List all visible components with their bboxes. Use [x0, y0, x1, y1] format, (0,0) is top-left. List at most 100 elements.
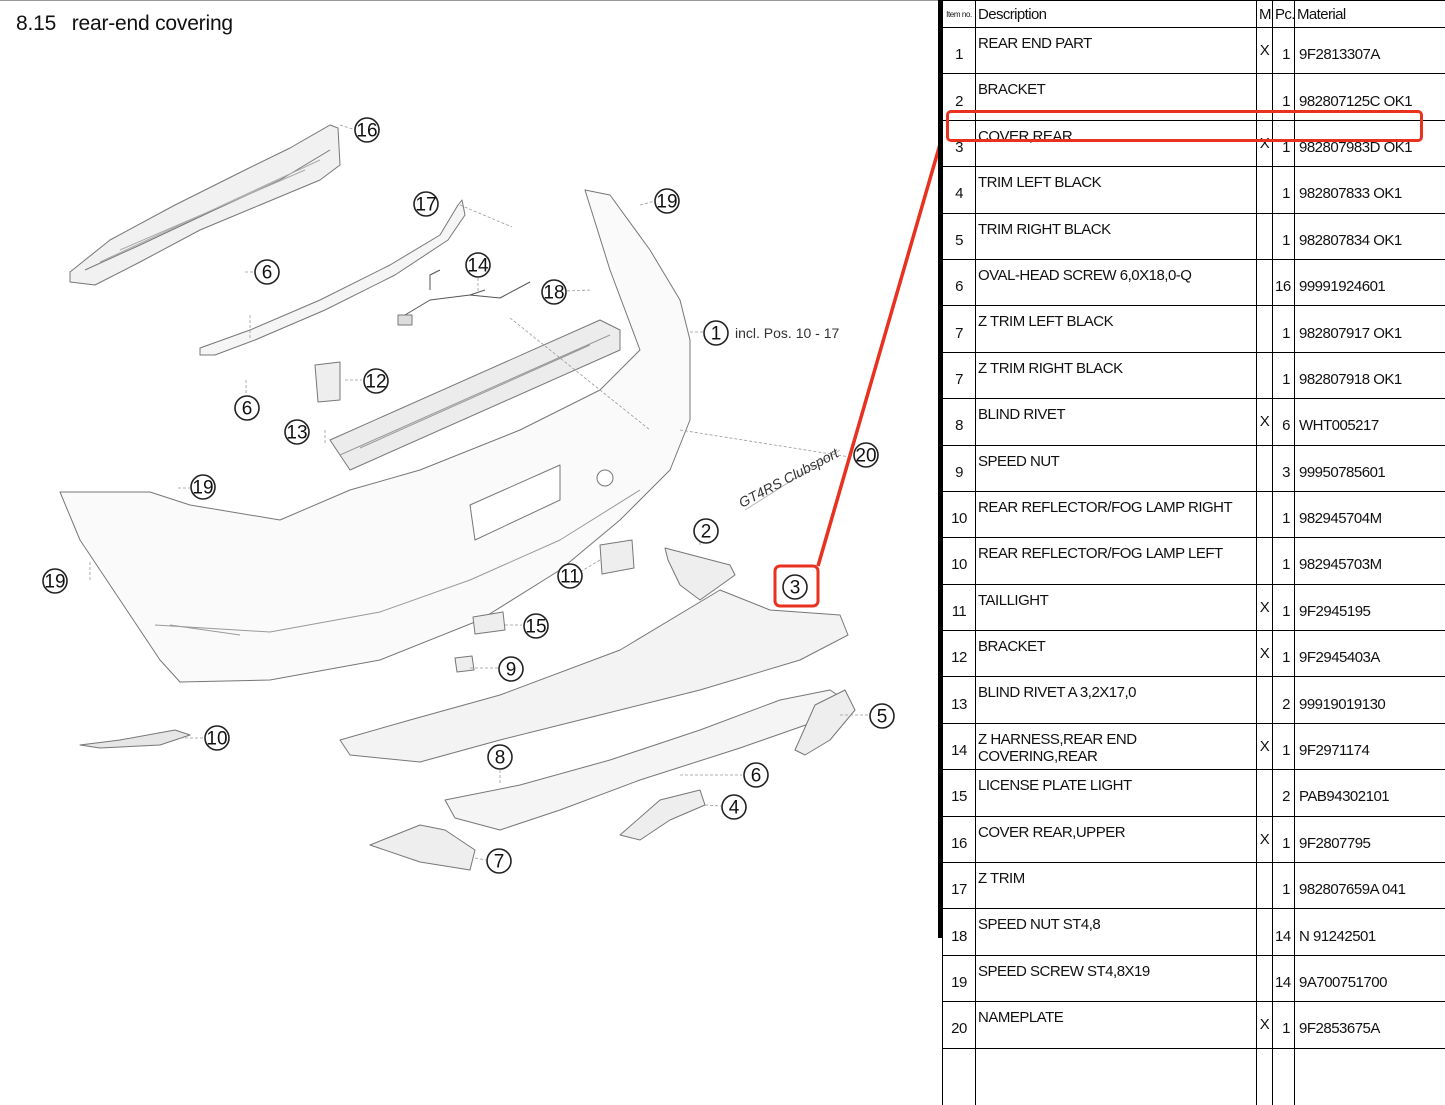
callout-label: 8 — [495, 748, 506, 769]
cell-material: 982807918 OK1 — [1295, 352, 1445, 398]
cell-pc: 1 — [1273, 491, 1295, 537]
header-pc: Pc. — [1273, 1, 1295, 28]
callout-6[interactable]: 6 — [255, 260, 279, 284]
callout-13[interactable]: 13 — [285, 420, 309, 444]
cell-item-no: 14 — [943, 723, 976, 769]
callout-12[interactable]: 12 — [364, 369, 388, 393]
cell-m: X — [1257, 631, 1273, 677]
cell-material: 982945704M — [1295, 491, 1445, 537]
cell-item-no: 18 — [943, 909, 976, 955]
cell-empty — [1257, 1048, 1273, 1105]
callout-label: 17 — [415, 195, 436, 216]
callout-19[interactable]: 19 — [191, 475, 215, 499]
emblem-text: GT4RS Clubsport — [736, 444, 842, 511]
cell-description: BLIND RIVET A 3,2X17,0 — [976, 677, 1257, 723]
callout-17[interactable]: 17 — [414, 192, 438, 216]
cell-material: 982807917 OK1 — [1295, 306, 1445, 352]
callout-1[interactable]: 1 — [704, 321, 728, 345]
callout-8[interactable]: 8 — [488, 745, 512, 769]
cell-pc: 6 — [1273, 399, 1295, 445]
cell-pc: 1 — [1273, 352, 1295, 398]
callout-label: 19 — [656, 192, 677, 213]
cell-m — [1257, 677, 1273, 723]
callout-19[interactable]: 19 — [655, 189, 679, 213]
callout-label: 20 — [855, 446, 876, 467]
callout-label: 2 — [701, 522, 712, 543]
cell-m: X — [1257, 816, 1273, 862]
cell-material: 9F2813307A — [1295, 28, 1445, 74]
highlight-row-3 — [946, 110, 1423, 142]
callout-5[interactable]: 5 — [870, 704, 894, 728]
callout-6[interactable]: 6 — [235, 396, 259, 420]
cell-material: 99950785601 — [1295, 445, 1445, 491]
pos1-note: incl. Pos. 10 - 17 — [735, 325, 839, 341]
callout-10[interactable]: 10 — [205, 726, 229, 750]
callout-label: 16 — [356, 121, 377, 142]
callout-15[interactable]: 15 — [524, 614, 548, 638]
cell-material: WHT005217 — [1295, 399, 1445, 445]
cell-material: 9F2945403A — [1295, 631, 1445, 677]
cell-pc: 1 — [1273, 213, 1295, 259]
cell-description: NAMEPLATE — [976, 1002, 1257, 1048]
cell-item-no: 1 — [943, 28, 976, 74]
cell-description: Z HARNESS,REAR END COVERING,REAR — [976, 723, 1257, 769]
cell-pc: 1 — [1273, 631, 1295, 677]
cell-item-no: 17 — [943, 863, 976, 909]
callout-9[interactable]: 9 — [499, 657, 523, 681]
callout-label: 3 — [790, 578, 801, 599]
part-16-upper-cover — [70, 125, 340, 285]
cell-pc: 1 — [1273, 28, 1295, 74]
cell-material: 99991924601 — [1295, 259, 1445, 305]
callout-16[interactable]: 16 — [355, 118, 379, 142]
callout-18[interactable]: 18 — [542, 280, 566, 304]
callout-label: 6 — [262, 263, 273, 284]
callout-label: 11 — [560, 567, 580, 588]
cell-m — [1257, 167, 1273, 213]
cell-pc: 1 — [1273, 584, 1295, 630]
cell-item-no: 7 — [943, 306, 976, 352]
cell-material: 982807833 OK1 — [1295, 167, 1445, 213]
callout-label: 7 — [494, 852, 505, 873]
cell-material: 982945703M — [1295, 538, 1445, 584]
callout-6[interactable]: 6 — [744, 763, 768, 787]
cell-description: SPEED NUT — [976, 445, 1257, 491]
part-14-harness — [400, 270, 530, 318]
cell-item-no: 11 — [943, 584, 976, 630]
callout-4[interactable]: 4 — [722, 795, 746, 819]
exploded-parts-diagram: GT4RS Clubsport 16 17 19 6 14 18 1 12 6 13 19 20 2 3 1… — [0, 0, 940, 938]
cell-item-no: 13 — [943, 677, 976, 723]
cell-description: LICENSE PLATE LIGHT — [976, 770, 1257, 816]
callout-11[interactable]: 11 — [558, 564, 582, 588]
cell-m — [1257, 259, 1273, 305]
callout-7[interactable]: 7 — [487, 849, 511, 873]
cell-description: Z TRIM RIGHT BLACK — [976, 352, 1257, 398]
cell-m: X — [1257, 28, 1273, 74]
cell-empty — [976, 1048, 1257, 1105]
callout-19[interactable]: 19 — [43, 569, 67, 593]
callout-3[interactable]: 3 — [783, 575, 807, 599]
cell-item-no: 8 — [943, 399, 976, 445]
callout-20[interactable]: 20 — [854, 443, 878, 467]
callout-2[interactable]: 2 — [694, 519, 718, 543]
callout-14[interactable]: 14 — [466, 253, 490, 277]
